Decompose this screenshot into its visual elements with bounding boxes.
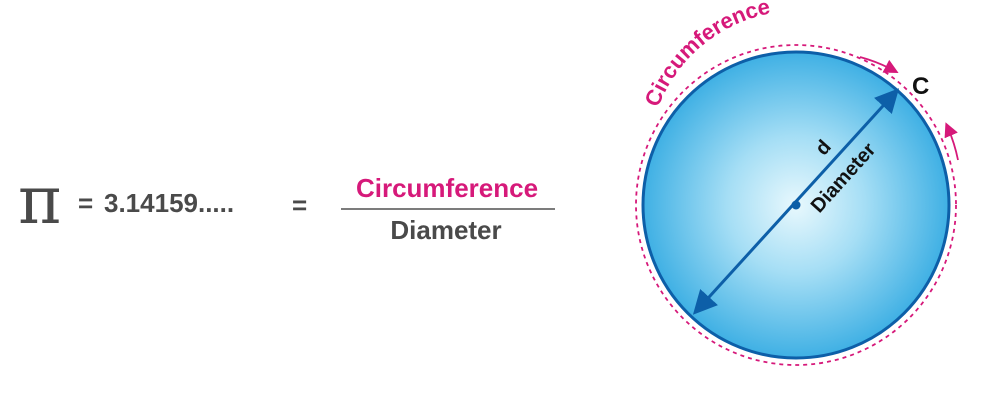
circumference-dashed-ring — [635, 44, 957, 366]
fraction-denominator: Diameter — [390, 215, 501, 245]
pi-formula: π = 3.14159..... = Circumference Diamete… — [18, 162, 555, 245]
point-c-label: C — [912, 73, 929, 100]
center-point — [791, 200, 801, 210]
equals-sign-1: = — [78, 188, 93, 218]
circle-diagram: Circumference C d Diameter — [635, 0, 959, 366]
fraction-numerator: Circumference — [356, 173, 538, 203]
pi-symbol: π — [18, 162, 61, 239]
pi-value: 3.14159..... — [104, 188, 234, 218]
equals-sign-2: = — [292, 190, 307, 220]
circumference-arrow-top — [859, 56, 899, 73]
circumference-arrow-right — [944, 122, 959, 161]
